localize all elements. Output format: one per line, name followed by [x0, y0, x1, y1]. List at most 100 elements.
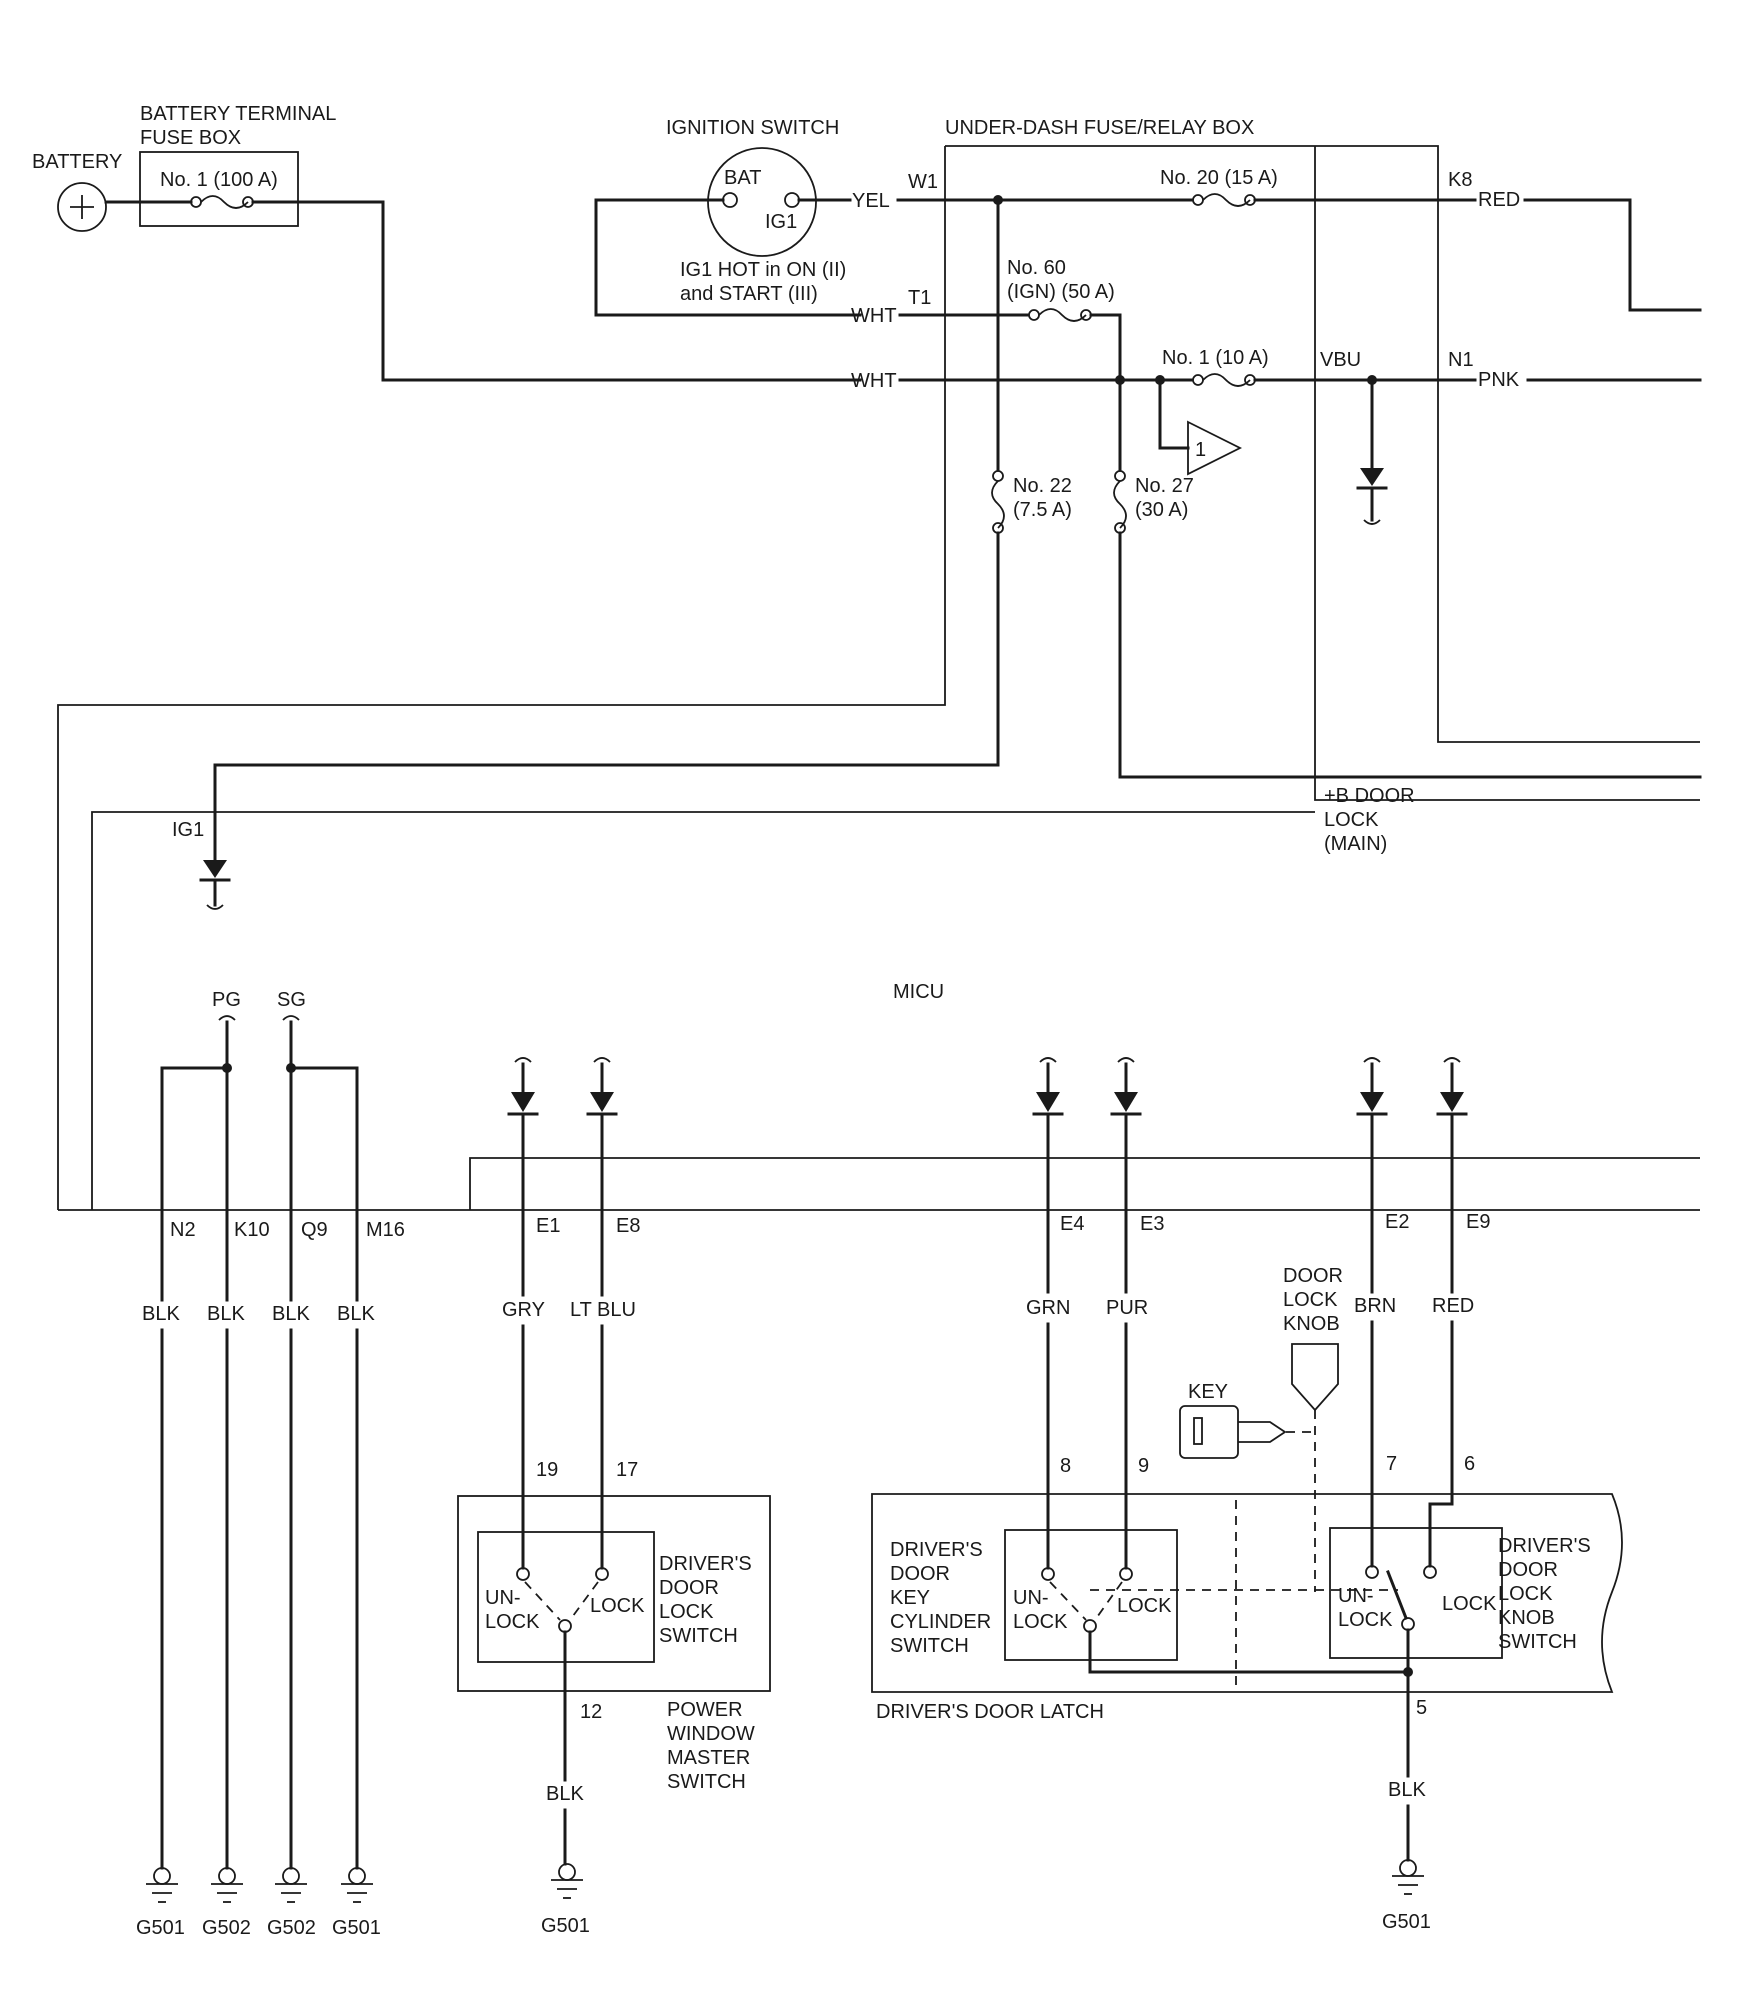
terminal-n1: N1: [1448, 349, 1474, 371]
reference-1-label: 1: [1195, 439, 1206, 461]
pw-unlock-1: UN-: [485, 1587, 521, 1609]
key-label: KEY: [1188, 1381, 1228, 1403]
terminal-e8: E8: [616, 1215, 640, 1237]
kc-unlock-1: UN-: [1013, 1587, 1049, 1609]
drv-lock-switch-label-1: DRIVER'S: [659, 1553, 752, 1575]
drv-lock-switch-label-4: SWITCH: [659, 1625, 738, 1647]
ground-g3: G502: [267, 1917, 316, 1939]
wire-yel-label: YEL: [852, 190, 890, 212]
terminal-e1: E1: [536, 1215, 560, 1237]
fuse-22-label-2: (7.5 A): [1013, 499, 1072, 521]
fuse-60-label-1: No. 60: [1007, 257, 1066, 279]
b-door-lock-label-2: LOCK: [1324, 809, 1379, 831]
fuse-27-symbol: [1113, 470, 1127, 534]
battery-fuse-box-label-2: FUSE BOX: [140, 127, 241, 149]
terminal-e9: E9: [1466, 1211, 1490, 1233]
b-door-lock-label-3: (MAIN): [1324, 833, 1387, 855]
pin-8: 8: [1060, 1455, 1071, 1477]
ign-ig1-label: IG1: [765, 211, 797, 233]
fuse-27-label-1: No. 27: [1135, 475, 1194, 497]
terminal-q9: Q9: [301, 1219, 328, 1241]
wire-grn: GRN: [1026, 1297, 1070, 1319]
ks-unlock-2: LOCK: [1338, 1609, 1393, 1631]
pin-7: 7: [1386, 1453, 1397, 1475]
pw-master-label-3: MASTER: [667, 1747, 750, 1769]
knob-label-2: LOCK: [1283, 1289, 1338, 1311]
wire-brn: BRN: [1354, 1295, 1396, 1317]
micu-label: MICU: [893, 981, 944, 1003]
pin-5: 5: [1416, 1697, 1427, 1719]
under-dash-box-outline: [57, 145, 1700, 1210]
terminal-n2: N2: [170, 1219, 196, 1241]
wire-red-e9: RED: [1432, 1295, 1474, 1317]
drv-lock-switch-label-3: LOCK: [659, 1601, 714, 1623]
wire-gry: GRY: [502, 1299, 545, 1321]
pw-master-label-4: SWITCH: [667, 1771, 746, 1793]
ignition-switch-symbol: [707, 147, 817, 257]
battery-fuse-box-label-1: BATTERY TERMINAL: [140, 103, 336, 125]
wire-ltblu: LT BLU: [570, 1299, 636, 1321]
wire-red-k8-label: RED: [1478, 189, 1520, 211]
ks-unlock-1: UN-: [1338, 1585, 1374, 1607]
knob-switch-label-4: KNOB: [1498, 1607, 1555, 1629]
pin-6: 6: [1464, 1453, 1475, 1475]
key-cyl-label-4: CYLINDER: [890, 1611, 991, 1633]
pw-master-label-2: WINDOW: [667, 1723, 755, 1745]
kc-lock: LOCK: [1117, 1595, 1172, 1617]
fuse-1-10a-label: No. 1 (10 A): [1162, 347, 1269, 369]
ground-g5: G501: [541, 1915, 590, 1937]
knob-label-1: DOOR: [1283, 1265, 1343, 1287]
terminal-vbu: VBU: [1320, 349, 1361, 371]
ig1-note-2: and START (III): [680, 283, 818, 305]
fuse-1-10a-symbol: [1192, 373, 1256, 387]
micu-ig1-label: IG1: [172, 819, 204, 841]
drivers-door-latch-outline: [871, 1493, 1623, 1693]
terminal-e3: E3: [1140, 1213, 1164, 1235]
terminal-m16: M16: [366, 1219, 405, 1241]
fuse-20-label: No. 20 (15 A): [1160, 167, 1278, 189]
kc-unlock-2: LOCK: [1013, 1611, 1068, 1633]
pin-19: 19: [536, 1459, 558, 1481]
b-door-lock-label-1: +B DOOR: [1324, 785, 1415, 807]
pg-label: PG: [212, 989, 241, 1011]
key-cyl-label-5: SWITCH: [890, 1635, 969, 1657]
terminal-t1: T1: [908, 287, 931, 309]
fuse-20-symbol: [1192, 193, 1256, 207]
vbu-diode: [1356, 378, 1388, 525]
fuse-27-label-2: (30 A): [1135, 499, 1188, 521]
ign-bat-label: BAT: [724, 167, 761, 189]
knob-label-3: KNOB: [1283, 1313, 1340, 1335]
knob-switch-label-3: LOCK: [1498, 1583, 1553, 1605]
wire-blk-latch: BLK: [1388, 1779, 1426, 1801]
ground-g6: G501: [1382, 1911, 1431, 1933]
power-window-master-switch: [457, 1495, 771, 1692]
drv-lock-switch-label-2: DOOR: [659, 1577, 719, 1599]
wire-blk-pw: BLK: [546, 1783, 584, 1805]
ks-lock: LOCK: [1442, 1593, 1497, 1615]
pin-17: 17: [616, 1459, 638, 1481]
micu-ig1-diode: [199, 860, 231, 910]
lock-knob-switch: [1329, 1527, 1503, 1659]
battery-label: BATTERY: [32, 151, 122, 173]
micu-input-diodes: [507, 1057, 1468, 1212]
pin-12: 12: [580, 1701, 602, 1723]
battery-symbol: [57, 182, 107, 232]
terminal-e4: E4: [1060, 1213, 1084, 1235]
pw-lock: LOCK: [590, 1595, 645, 1617]
key-cyl-label-2: DOOR: [890, 1563, 950, 1585]
fuse-22-label-1: No. 22: [1013, 475, 1072, 497]
key-cyl-label-1: DRIVER'S: [890, 1539, 983, 1561]
terminal-w1: W1: [908, 171, 938, 193]
reference-triangle: [1187, 420, 1243, 476]
fuse-100a-symbol: [190, 195, 254, 209]
ignition-switch-label: IGNITION SWITCH: [666, 117, 839, 139]
fuse-22-symbol: [991, 470, 1005, 534]
under-dash-box-label: UNDER-DASH FUSE/RELAY BOX: [945, 117, 1254, 139]
fuse-60-label-2: (IGN) (50 A): [1007, 281, 1115, 303]
door-lock-knob-icon: [1291, 1343, 1339, 1412]
wire-blk-q9: BLK: [272, 1303, 310, 1325]
door-latch-label: DRIVER'S DOOR LATCH: [876, 1701, 1104, 1723]
ground-g4: G501: [332, 1917, 381, 1939]
knob-switch-label-1: DRIVER'S: [1498, 1535, 1591, 1557]
